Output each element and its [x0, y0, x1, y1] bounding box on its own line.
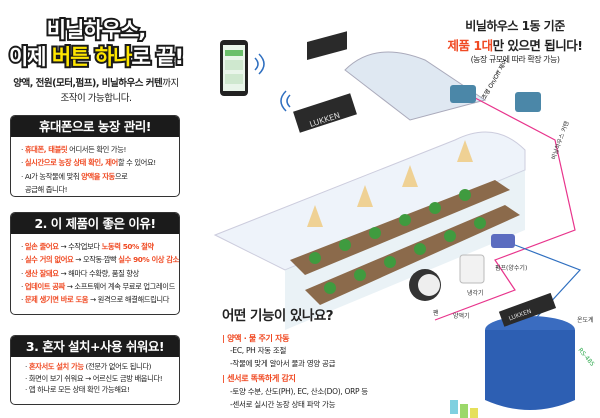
- svg-text:조명 On/Off 제어: 조명 On/Off 제어: [480, 58, 510, 101]
- motor-icon: [515, 92, 541, 112]
- feature-box-3: 3. 혼자 설치+사용 쉬워요! · 혼자서도 설치 가능 (전문가 없어도 됩…: [10, 335, 180, 405]
- cooler-icon: [459, 254, 485, 284]
- list-item: · 앱 하나로 모든 상태 확인 가능해요!: [25, 385, 130, 394]
- svg-text:펌프(양수기): 펌프(양수기): [495, 264, 527, 272]
- greenhouse-illustration: LUKKEN 조명 On/Off 제어 비닐하우스 커텐 팬 냉각기 펌프(양수…: [213, 31, 596, 418]
- intro-line2: 조작이 가능합니다.: [60, 93, 132, 104]
- list-item: · 문제 생기면 바로 도움 → 원격으로 해결해드립니다: [21, 295, 170, 305]
- box-title: 2. 이 제품이 좋은 이유!: [11, 213, 179, 234]
- list-item: · 혼자서도 설치 가능 (전문가 없어도 됩니다): [25, 362, 152, 371]
- list-item: · 생산 잘돼요 → 해마다 수확량, 품질 향상: [21, 268, 139, 278]
- list-item: · 업데이트 공짜 → 소프트웨어 계속 무료로 업그레이드: [21, 281, 175, 291]
- nutrient-bottles: [450, 400, 478, 418]
- feature-box-2: 2. 이 제품이 좋은 이유! · 일손 줄어요 → 수작업보다 노동력 50%…: [10, 212, 180, 315]
- motor-icon: [450, 85, 476, 103]
- intro-line1: 양액, 전원(모터,펌프), 비닐하우스 커텐까지: [0, 75, 192, 89]
- box-title: 휴대폰으로 농장 관리!: [11, 116, 179, 137]
- right-line1: 비닐하우스 1동 기준: [465, 19, 565, 33]
- svg-text:온도계: 온도계: [577, 316, 594, 324]
- intro-rest: 까지: [162, 78, 179, 89]
- right-highlight: 제품 1대: [447, 38, 494, 53]
- box-title: 3. 혼자 설치+사용 쉬워요!: [11, 336, 179, 357]
- headline-text: 로 끝!: [130, 43, 186, 71]
- right-line3: (농장 규모에 따라 확장 가능): [470, 55, 560, 64]
- wifi-icon: [280, 90, 291, 112]
- feature-item: -토양 수분, 산도(PH), EC, 산소(DO), ORP 등: [230, 387, 368, 396]
- feature-item: -센서로 실시간 농장 상태 파악 가능: [230, 400, 336, 409]
- headline-line2: 이제 버튼 하나로 끝!: [0, 41, 192, 71]
- svg-text:비닐하우스 커텐: 비닐하우스 커텐: [549, 119, 571, 160]
- list-item: · 휴대폰, 태블릿 어디서든 확인 가능!: [21, 145, 127, 154]
- right-line2: 제품 1대만 있으면 됩니다!: [430, 35, 600, 54]
- intro-bold: 양액, 전원(모터,펌프), 비닐하우스 커텐: [13, 78, 163, 89]
- list-item: 공급해 줍니다!: [24, 184, 68, 194]
- list-item: · 화면이 보기 쉬워요 → 어르신도 금방 배웁니다!: [25, 373, 163, 383]
- list-item: · 실시간으로 농장 상태 확인, 제어할 수 있어요!: [21, 158, 156, 168]
- list-item: · 실수 거의 없어요 → 오작동·깜빡 실수 90% 이상 감소: [21, 255, 179, 265]
- nutrient-controller: [498, 292, 557, 327]
- features-title: 어떤 기능이 있나요?: [222, 308, 334, 324]
- planter-bed: [290, 180, 510, 275]
- feature-section-head: | 양액 · 물 주기 자동: [222, 334, 290, 343]
- nutrient-tank: [485, 330, 575, 410]
- list-item: · AI가 농작물에 맞춰 양액을 자동으로: [21, 171, 128, 181]
- wifi-icon: [254, 53, 265, 75]
- headline-highlight: 버튼 하나: [50, 43, 135, 71]
- feature-section-head: | 센서로 똑똑하게 감지: [222, 374, 296, 383]
- headline-text: 이제: [7, 43, 52, 71]
- svg-text:냉각기: 냉각기: [467, 289, 484, 297]
- right-text: 만 있으면 됩니다!: [492, 38, 583, 53]
- svg-text:양액기: 양액기: [453, 312, 470, 320]
- headline-line1: 비닐하우스,: [45, 16, 149, 44]
- svg-text:RS-485: RS-485: [576, 347, 595, 368]
- svg-text:팬: 팬: [433, 309, 439, 317]
- feature-item: -작물에 맞게 알아서 물과 영양 공급: [230, 359, 336, 368]
- feature-item: -EC, PH 자동 조절: [230, 346, 287, 355]
- controller-device: [293, 93, 357, 133]
- list-item: · 일손 줄어요 → 수작업보다 노동력 50% 절약: [21, 242, 154, 251]
- greenhouse-icon: [344, 51, 487, 121]
- feature-box-1: 휴대폰으로 농장 관리! · 휴대폰, 태블릿 어디서든 확인 가능! · 실시…: [10, 115, 180, 197]
- wire: [434, 89, 576, 321]
- pump-icon: [491, 234, 515, 248]
